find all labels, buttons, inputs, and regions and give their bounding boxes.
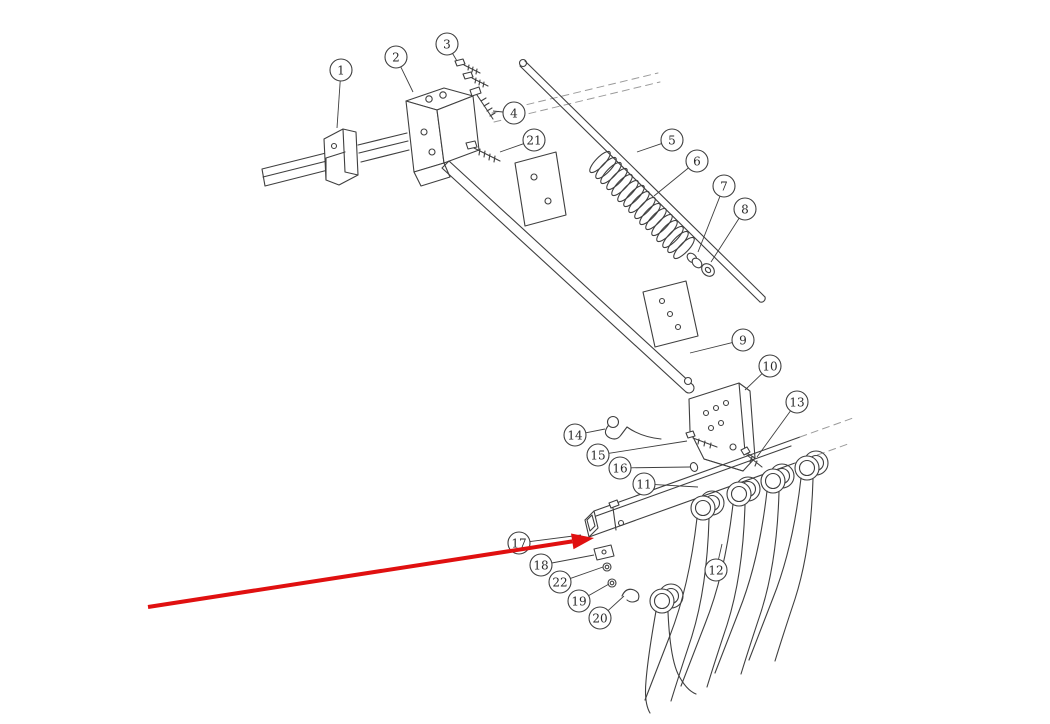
svg-text:1: 1 bbox=[337, 64, 345, 78]
part-1-clamp bbox=[323, 128, 359, 186]
callout-7: 7 bbox=[697, 174, 736, 253]
part-4-bolt bbox=[469, 86, 496, 120]
callout-3: 3 bbox=[435, 32, 459, 62]
svg-text:8: 8 bbox=[741, 203, 749, 217]
part-14-clip bbox=[604, 415, 662, 440]
part-21-bolt bbox=[465, 140, 501, 163]
part-2-bracket bbox=[405, 87, 480, 187]
callout-12: 12 bbox=[704, 543, 728, 582]
tine-unit bbox=[748, 450, 829, 662]
callout-5: 5 bbox=[636, 128, 684, 153]
callout-4: 4 bbox=[492, 101, 526, 125]
svg-text:18: 18 bbox=[533, 559, 548, 573]
svg-text:6: 6 bbox=[693, 155, 701, 169]
part-9-arm bbox=[441, 151, 699, 394]
pointer-arrow bbox=[147, 533, 594, 609]
svg-text:7: 7 bbox=[720, 180, 728, 194]
callout-13: 13 bbox=[756, 390, 809, 458]
part-18-plate bbox=[593, 544, 615, 561]
svg-text:15: 15 bbox=[590, 449, 605, 463]
svg-text:11: 11 bbox=[636, 478, 651, 492]
part-12-tines bbox=[644, 450, 829, 702]
part-15-bolt bbox=[685, 430, 718, 449]
callout-14: 14 bbox=[563, 423, 606, 447]
exploded-drawing bbox=[261, 58, 854, 714]
callout-9: 9 bbox=[689, 328, 755, 354]
svg-text:22: 22 bbox=[552, 576, 567, 590]
svg-text:13: 13 bbox=[789, 396, 804, 410]
callout-15: 15 bbox=[586, 440, 688, 467]
callout-8: 8 bbox=[710, 197, 757, 263]
svg-text:16: 16 bbox=[612, 462, 627, 476]
callout-1: 1 bbox=[329, 58, 353, 129]
svg-text:2: 2 bbox=[392, 51, 400, 65]
tine-unit bbox=[644, 490, 725, 702]
part-19-washer bbox=[607, 578, 617, 588]
callout-19: 19 bbox=[567, 583, 610, 613]
part-7-spacer bbox=[686, 252, 703, 269]
tine-unit bbox=[680, 476, 761, 688]
svg-text:21: 21 bbox=[526, 134, 541, 148]
svg-text:20: 20 bbox=[592, 612, 607, 626]
svg-text:9: 9 bbox=[739, 334, 747, 348]
callout-16: 16 bbox=[608, 456, 691, 480]
svg-text:19: 19 bbox=[571, 595, 586, 609]
svg-text:4: 4 bbox=[510, 107, 518, 121]
callout-10: 10 bbox=[744, 354, 782, 391]
tine-unit bbox=[714, 463, 795, 675]
part-5-rod bbox=[518, 58, 766, 303]
part-11-tine-bar bbox=[584, 417, 854, 538]
svg-text:10: 10 bbox=[762, 360, 777, 374]
callout-18: 18 bbox=[529, 553, 595, 577]
svg-text:12: 12 bbox=[708, 564, 723, 578]
part-6-spring bbox=[589, 150, 695, 260]
callout-6: 6 bbox=[653, 149, 709, 197]
part-16-bushing bbox=[689, 462, 699, 472]
part-8-washer bbox=[701, 263, 715, 277]
part-3-bolts bbox=[454, 58, 489, 88]
svg-text:5: 5 bbox=[668, 134, 676, 148]
callout-21: 21 bbox=[499, 128, 546, 153]
tube-mount-bolt bbox=[608, 499, 620, 531]
part-10-bracket bbox=[688, 382, 756, 472]
callout-20: 20 bbox=[588, 595, 625, 630]
callout-11: 11 bbox=[632, 472, 699, 496]
svg-text:14: 14 bbox=[567, 429, 583, 443]
exploded-tine bbox=[644, 583, 697, 714]
part-22-nut bbox=[602, 562, 612, 572]
callout-22: 22 bbox=[548, 566, 604, 594]
part-13-pin bbox=[740, 446, 763, 468]
callout-2: 2 bbox=[384, 45, 414, 93]
svg-text:3: 3 bbox=[443, 38, 451, 52]
svg-text:17: 17 bbox=[511, 537, 526, 551]
part-20-clip bbox=[621, 588, 640, 603]
